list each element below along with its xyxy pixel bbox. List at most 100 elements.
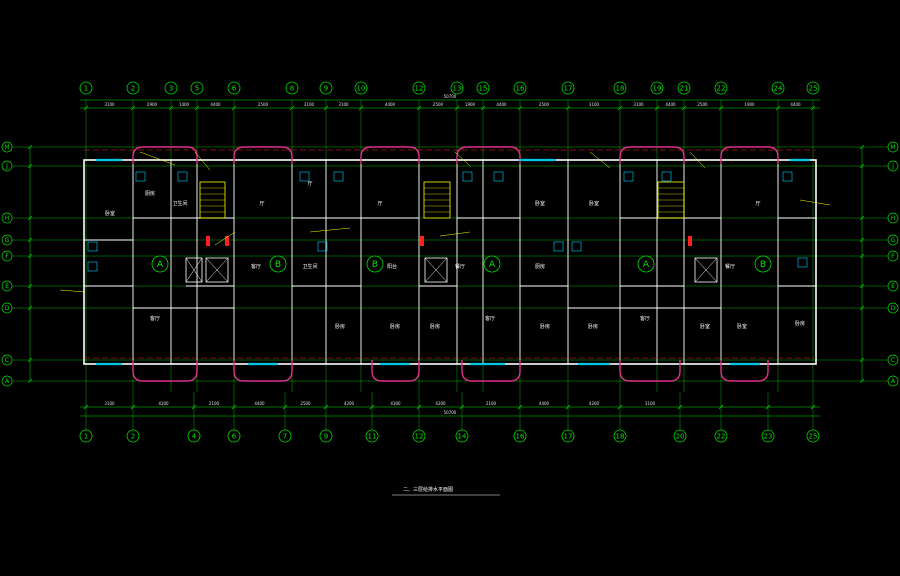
axis-bubble-right: [887, 302, 899, 314]
elevator-cross: [205, 257, 229, 283]
dimension-tick: [416, 404, 422, 410]
axis-bubble-left: [1, 354, 13, 366]
dimension-tick: [810, 404, 816, 410]
dimension-value: 4200: [589, 401, 600, 406]
annotation-leader: [214, 231, 236, 246]
axis-bubble-bottom: [412, 429, 426, 443]
room-label: 厨房: [535, 263, 545, 270]
axis-bubble-left: [1, 212, 13, 224]
side-dimension-tick: [859, 305, 865, 311]
room-label: 厅: [377, 201, 382, 207]
axis-bubble-top: [285, 81, 299, 95]
axis-label-top: 16: [516, 85, 525, 93]
unit-type-label: B: [372, 260, 378, 270]
plumbing-fixture: [87, 241, 98, 252]
axis-bubble-top: [354, 81, 368, 95]
plumbing-details: [59, 149, 831, 359]
dimension-tick: [681, 105, 687, 111]
axis-bubble-bottom: [126, 429, 140, 443]
pipe-riser: [688, 236, 692, 246]
axis-label-top: 2: [131, 85, 135, 93]
annotation-leader: [59, 289, 86, 293]
room-label: 餐厅: [455, 263, 465, 270]
axis-label-right: C: [891, 357, 895, 364]
axis-label-bottom: 9: [324, 433, 328, 441]
room-label: 厅: [755, 201, 760, 207]
axis-bubble-bottom: [673, 429, 687, 443]
axis-label-right: F: [891, 253, 895, 260]
room-label: 卫生间: [302, 263, 317, 270]
axis-label-right: M: [890, 144, 895, 151]
axis-bubble-bottom: [761, 429, 775, 443]
dimension-tick: [617, 404, 623, 410]
axis-label-top: 1: [84, 85, 88, 93]
axis-bubble-left: [1, 141, 13, 153]
room-label: 卧室: [105, 210, 115, 217]
outer-wall: [83, 159, 817, 365]
dimension-tick: [654, 105, 660, 111]
axis-label-bottom: 6: [232, 433, 237, 441]
axis-bubble-bottom: [278, 429, 292, 443]
dimension-value: 4200: [344, 401, 355, 406]
dimension-tick: [130, 105, 136, 111]
axis-label-top: 8: [290, 85, 294, 93]
dimension-tick: [454, 105, 460, 111]
axis-label-top: 5: [195, 85, 199, 93]
axis-label-bottom: 18: [616, 433, 625, 441]
side-dimension-tick: [859, 237, 865, 243]
dimension-tick: [459, 404, 465, 410]
plumbing-fixture: [333, 171, 344, 182]
axis-label-left: D: [5, 305, 10, 312]
dimension-value: 2500: [300, 401, 311, 406]
axis-bubble-right: [887, 354, 899, 366]
dimension-value: 4400: [385, 102, 396, 107]
plumbing-fixture: [493, 171, 504, 182]
axis-label-bottom: 20: [676, 433, 685, 441]
balcony-outline: [619, 146, 685, 164]
axis-bubble-left: [1, 280, 13, 292]
dimension-tick: [517, 404, 523, 410]
axis-label-left: F: [5, 253, 9, 260]
axis-bubble-top: [79, 81, 93, 95]
axis-bubble-bottom: [365, 429, 379, 443]
axis-bubble-top: [771, 81, 785, 95]
dimension-value: 4400: [790, 102, 801, 107]
axis-label-left: J: [5, 163, 8, 170]
dimension-value: 1400: [179, 102, 190, 107]
axis-bubble-right: [887, 375, 899, 387]
axis-bubble-top: [190, 81, 204, 95]
unit-type-marker: [483, 255, 501, 273]
axis-label-bottom: 14: [458, 433, 467, 441]
annotation-leader: [589, 151, 611, 169]
side-dimension-tick: [27, 378, 33, 384]
axis-bubble-left: [1, 234, 13, 246]
side-dimension-tick: [859, 378, 865, 384]
axis-label-left: G: [5, 237, 10, 244]
dimension-tick: [231, 105, 237, 111]
room-label: 卧房: [588, 323, 598, 330]
side-dimension-tick: [27, 253, 33, 259]
side-dimension-tick: [859, 215, 865, 221]
axis-bubble-bottom: [187, 429, 201, 443]
dimension-value: 4400: [254, 401, 265, 406]
axis-label-top: 15: [479, 85, 488, 93]
room-label: 卧室: [700, 323, 710, 330]
dimension-value: 4400: [210, 102, 221, 107]
balcony-outline: [233, 146, 293, 164]
annotation-leader: [194, 151, 211, 171]
room-label: 客厅: [150, 315, 160, 322]
side-dimension-tick: [27, 215, 33, 221]
side-dimension-tick: [27, 357, 33, 363]
dimension-value: 3100: [304, 102, 315, 107]
axis-bubble-right: [887, 234, 899, 246]
room-label: 卧房: [390, 323, 400, 330]
dimension-value: 4200: [435, 401, 446, 406]
unit-type-label: A: [489, 260, 496, 270]
room-label: 厨房: [145, 190, 155, 197]
unit-type-label: B: [760, 260, 766, 270]
axis-bubble-left: [1, 250, 13, 262]
pipe-riser: [206, 236, 210, 246]
axis-bubble-top: [450, 81, 464, 95]
axis-bubble-top: [227, 81, 241, 95]
